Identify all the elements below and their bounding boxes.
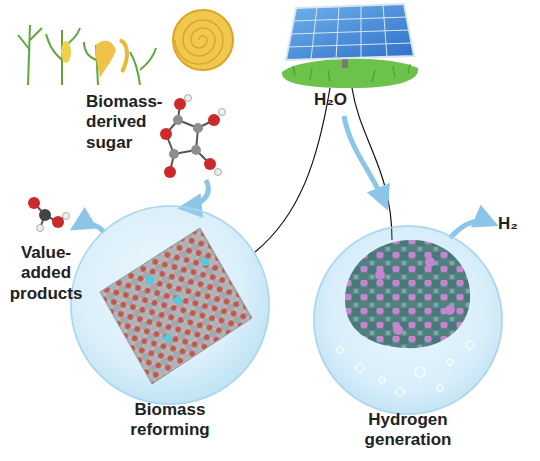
node-heading: Biomass reforming: [105, 400, 235, 441]
bubble-node: Hydrogen generation: [313, 225, 503, 415]
bubble-outline: [70, 205, 270, 405]
text-label: Value-added products: [4, 243, 88, 304]
bubble-outline: [313, 225, 503, 415]
node-heading: Hydrogen generation: [352, 410, 464, 451]
text-label: H₂O: [314, 90, 347, 110]
text-label: H₂: [498, 214, 518, 234]
text-label: Biomass-derived sugar: [86, 92, 170, 153]
bubble-node: Biomass reforming: [70, 205, 270, 405]
